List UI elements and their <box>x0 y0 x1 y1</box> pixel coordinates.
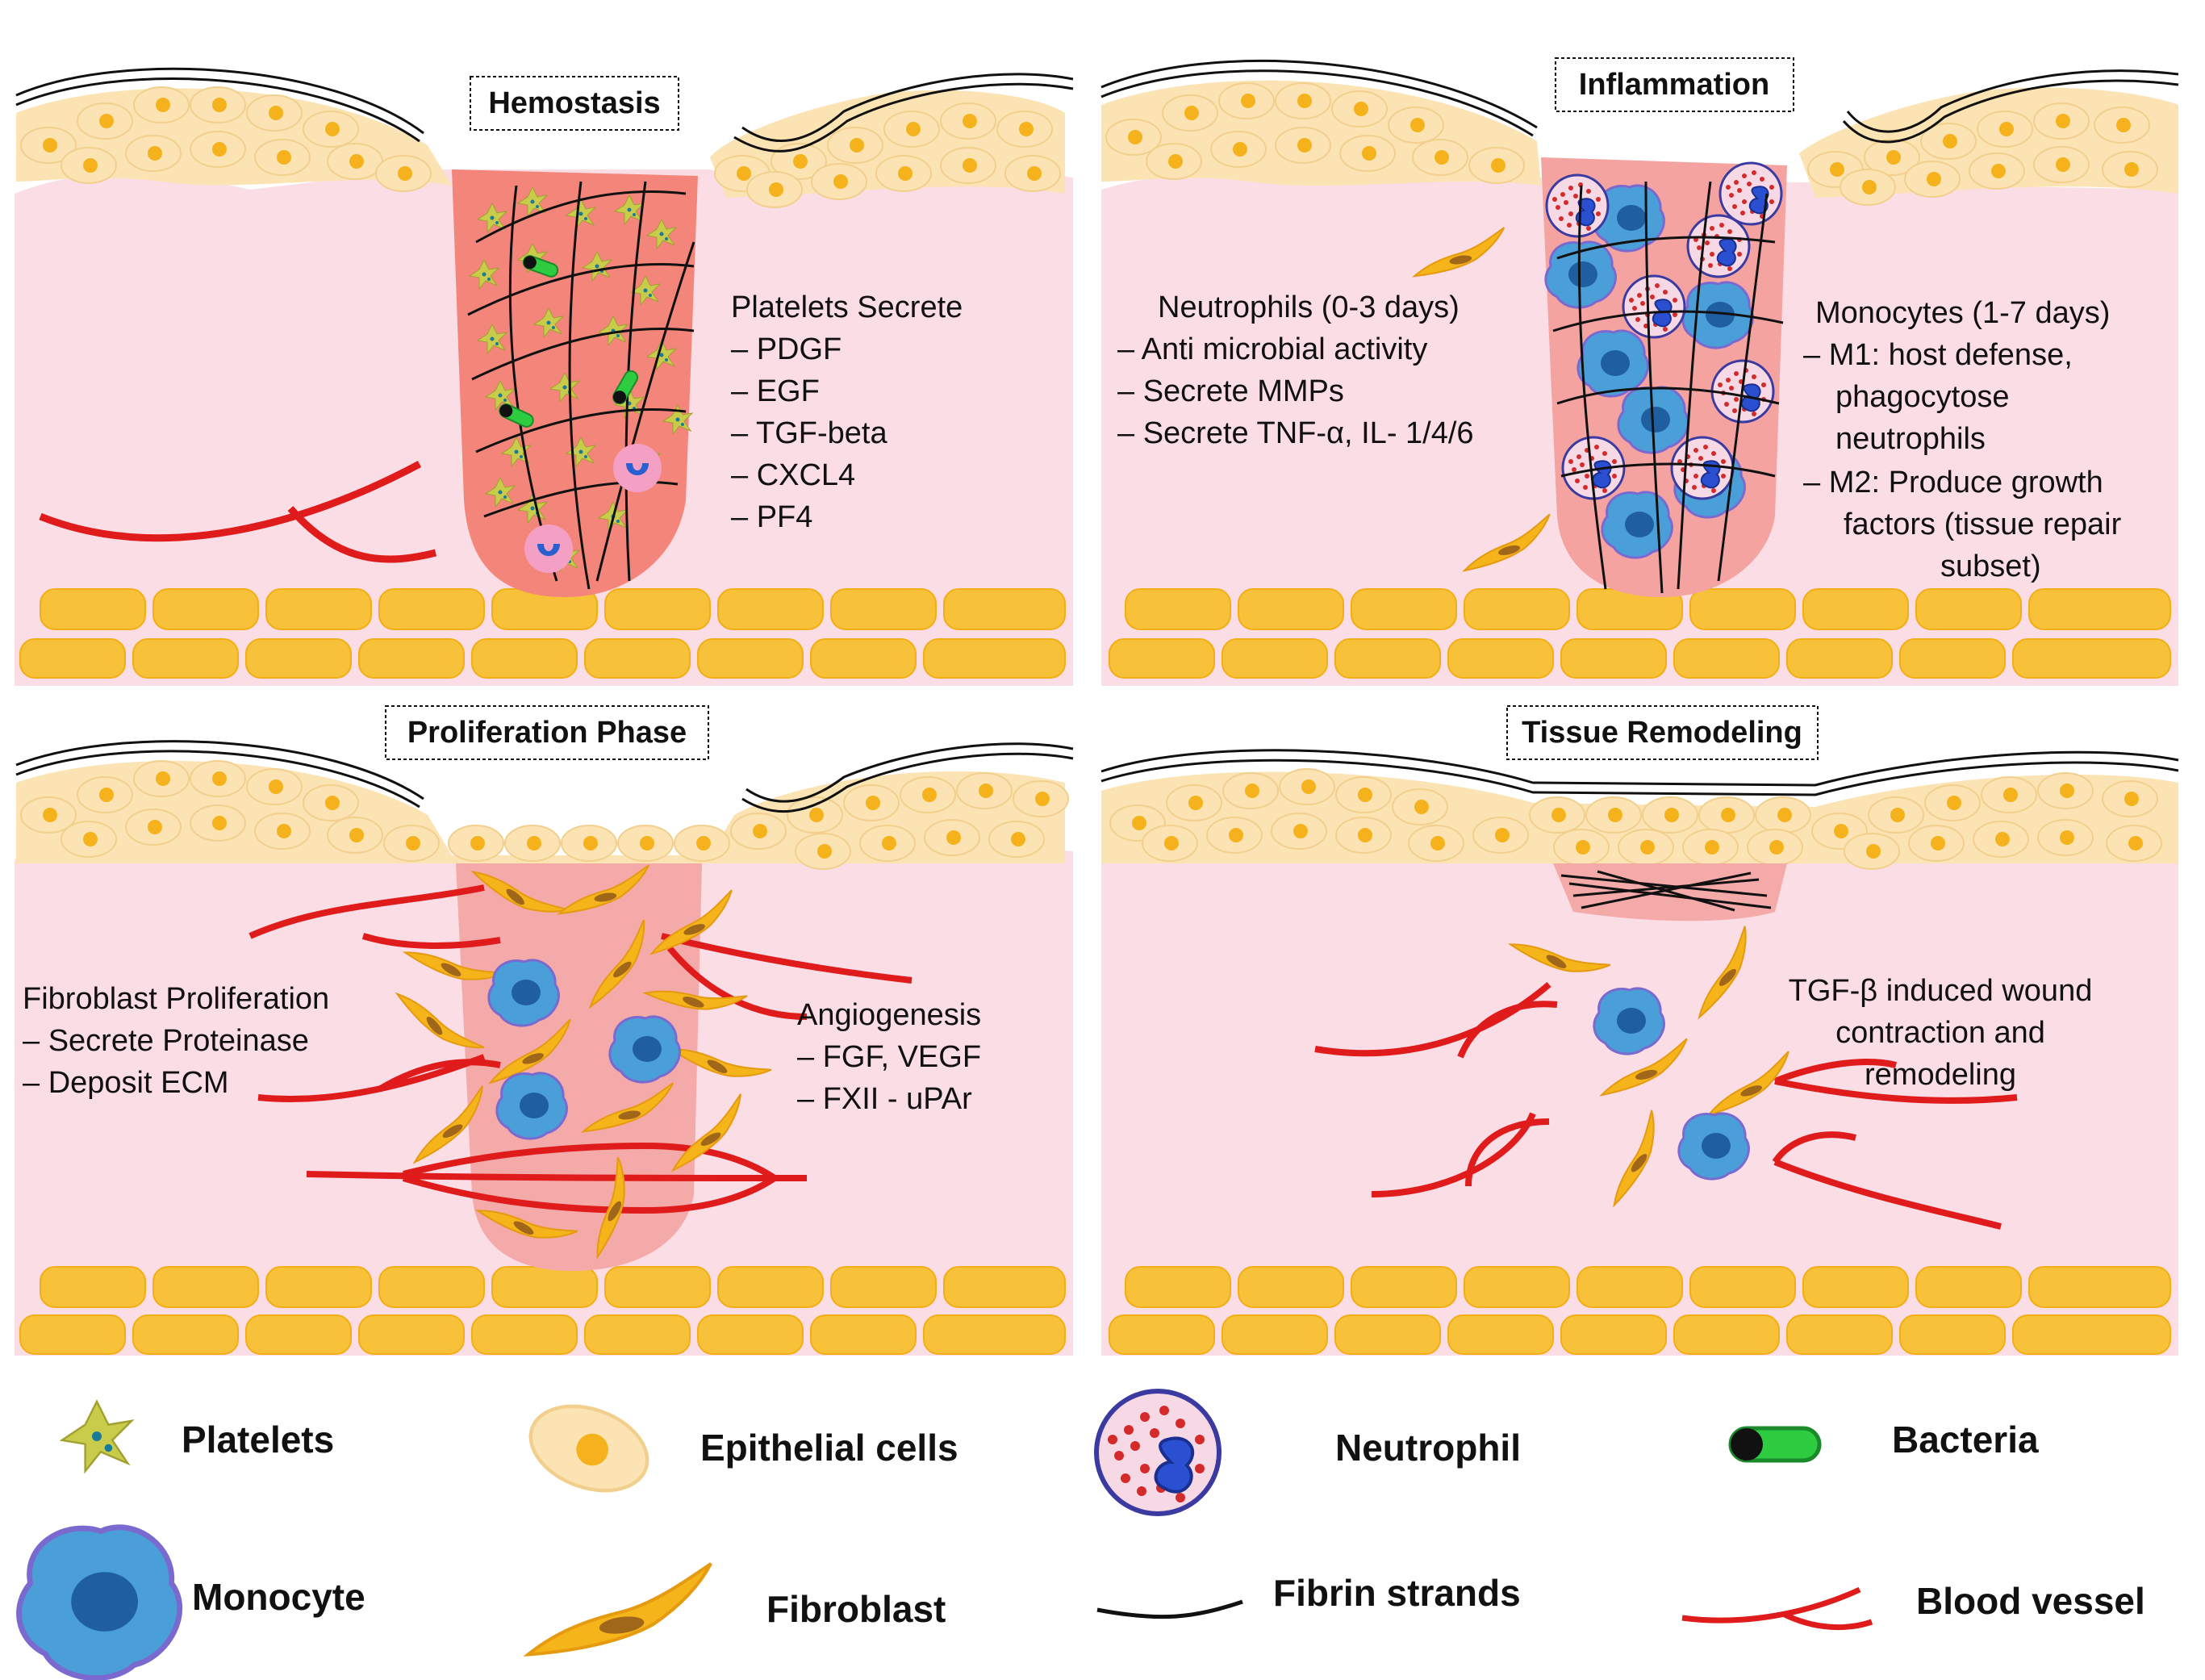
epithelium <box>1100 749 2179 870</box>
epithelium <box>15 740 1074 870</box>
blood-vessels <box>1314 981 2018 1230</box>
text-line: Neutrophils (0-3 days) <box>1158 290 1460 324</box>
text-line: – PF4 <box>731 500 812 534</box>
text-line: – CXCL4 <box>731 458 855 492</box>
dermis <box>1101 855 2178 1356</box>
legend-epithelial: Epithelial cells <box>519 1391 958 1506</box>
text-line: Platelets Secrete <box>731 290 963 324</box>
fibrin-strand-icon <box>1096 1599 1243 1619</box>
legend-bacteria: Bacteria <box>1731 1419 2039 1461</box>
collagen-fibers <box>1560 870 1772 912</box>
text-line: remodeling <box>1865 1058 2016 1092</box>
text-line: – FGF, VEGF <box>797 1040 981 1074</box>
legend-label: Neutrophil <box>1335 1427 1521 1469</box>
text-line: factors (tissue repair <box>1844 508 2122 541</box>
text-line: – Anti microbial activity <box>1117 332 1427 366</box>
panel-title: Tissue Remodeling <box>1522 716 1802 750</box>
epithelium <box>15 67 1074 208</box>
legend-label: Monocyte <box>192 1576 365 1618</box>
hemostasis-title-box: Hemostasis <box>470 76 679 131</box>
text-line: Monocytes (1-7 days) <box>1815 296 2110 330</box>
text-line: phagocytose <box>1835 380 2010 414</box>
legend-neutrophil: Neutrophil <box>1096 1391 1521 1514</box>
proliferation-title-box: Proliferation Phase <box>385 705 709 760</box>
remodeling-text: TGF-β induced wound contraction and remo… <box>1789 974 2093 1092</box>
text-line: – Secrete TNF-α, IL- 1/4/6 <box>1117 416 1474 450</box>
fibrin-mesh <box>1552 181 1784 594</box>
panel-hemostasis: Hemostasis Platelets Secrete – PDGF – EG… <box>15 67 1074 686</box>
remodeling-title-box: Tissue Remodeling <box>1506 705 1819 760</box>
text-line: contraction and <box>1835 1016 2045 1050</box>
muscle-layer <box>1109 588 2171 679</box>
legend-label: Platelets <box>182 1419 334 1461</box>
text-line: – M1: host defense, <box>1803 338 2073 372</box>
panel-title: Inflammation <box>1579 68 1769 102</box>
neutrophil-icon <box>1096 1391 1219 1514</box>
fibroblast-text: Fibroblast Proliferation – Secrete Prote… <box>23 982 329 1100</box>
text-line: subset) <box>1940 550 2041 583</box>
legend-label: Fibrin strands <box>1273 1572 1521 1614</box>
legend: Platelets Epithelial cells Neutrophil Ba… <box>19 1391 2145 1678</box>
hemostasis-text: Platelets Secrete – PDGF – EGF – TGF-bet… <box>731 290 963 534</box>
legend-platelets: Platelets <box>61 1400 334 1473</box>
epithelium <box>1100 59 2179 206</box>
text-line: – Secrete MMPs <box>1117 374 1344 408</box>
monocyte-text: Monocytes (1-7 days) – M1: host defense,… <box>1803 296 2122 583</box>
blood-vessels <box>248 884 912 1214</box>
text-line: – Deposit ECM <box>23 1066 229 1100</box>
inflammation-title-box: Inflammation <box>1555 57 1794 112</box>
blood-vessel <box>39 461 437 563</box>
text-line: – PDGF <box>731 332 841 366</box>
neutrophil-text: Neutrophils (0-3 days) – Anti microbial … <box>1117 290 1474 450</box>
panel-inflammation: Inflammation Neutrophils (0-3 days) – An… <box>1100 57 2179 686</box>
legend-fibroblast: Fibroblast <box>517 1561 946 1657</box>
legend-label: Blood vessel <box>1916 1580 2145 1622</box>
text-line: – Secrete Proteinase <box>23 1024 309 1058</box>
text-line: – FXII - uPAr <box>797 1082 972 1116</box>
muscle-layer <box>19 588 1066 679</box>
text-line: Fibroblast Proliferation <box>23 982 329 1016</box>
blood-vessel-icon <box>1681 1586 1873 1630</box>
fibroblast-icon <box>517 1561 722 1657</box>
legend-label: Epithelial cells <box>700 1427 958 1469</box>
text-line: – TGF-beta <box>731 416 887 450</box>
legend-fibrin: Fibrin strands <box>1096 1572 1521 1619</box>
monocyte-icon <box>19 1527 180 1678</box>
text-line: – M2: Produce growth <box>1803 466 2103 499</box>
muscle-layer <box>1109 1266 2171 1355</box>
text-line: TGF-β induced wound <box>1789 974 2093 1008</box>
legend-label: Fibroblast <box>766 1588 946 1630</box>
legend-vessel: Blood vessel <box>1681 1580 2145 1630</box>
panel-proliferation: Proliferation Phase Fibroblast Prolifera… <box>15 705 1074 1356</box>
bacteria-icon <box>1731 1428 1819 1461</box>
legend-label: Bacteria <box>1892 1419 2039 1461</box>
platelet-icon <box>61 1400 133 1473</box>
text-line: neutrophils <box>1835 422 1986 456</box>
legend-monocyte: Monocyte <box>19 1527 365 1678</box>
text-line: Angiogenesis <box>797 998 981 1032</box>
epithelial-cell-icon <box>519 1391 659 1506</box>
text-line: – EGF <box>731 374 820 408</box>
panel-title: Proliferation Phase <box>407 716 687 750</box>
panel-remodeling: Tissue Remodeling TGF-β induced wound co… <box>1100 705 2179 1356</box>
panel-title: Hemostasis <box>488 86 660 120</box>
muscle-layer <box>19 1266 1066 1355</box>
angiogenesis-text: Angiogenesis – FGF, VEGF – FXII - uPAr <box>797 998 981 1116</box>
